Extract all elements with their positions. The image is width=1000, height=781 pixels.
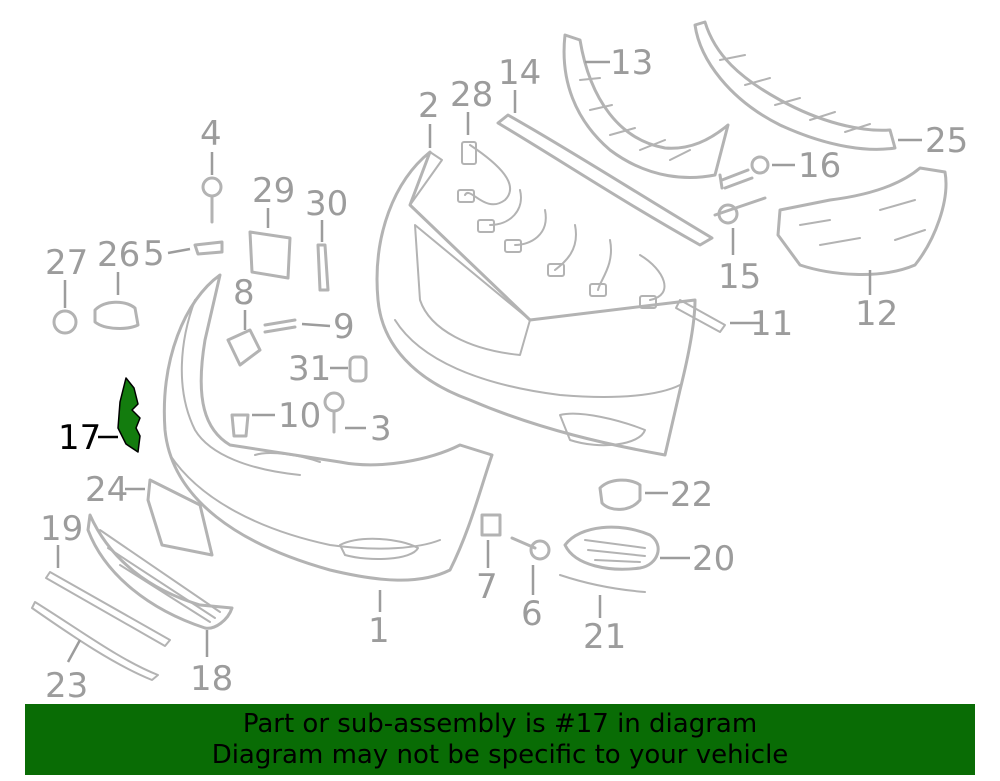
part-10-pin <box>230 413 250 438</box>
part-7-clip <box>480 513 502 537</box>
part-13-absorber <box>562 33 730 179</box>
part-20-fog-grille <box>563 525 660 571</box>
callout-12: 12 <box>855 294 898 334</box>
part-25-reinforcement <box>693 20 897 151</box>
part-27-ring <box>52 309 78 335</box>
part-16-bolt <box>718 155 770 190</box>
part-14-wiring-harness <box>457 113 714 309</box>
callout-28: 28 <box>450 75 493 115</box>
part-21-strip <box>559 574 646 593</box>
callout-7: 7 <box>476 567 498 607</box>
callout-25: 25 <box>925 121 968 161</box>
callout-30: 30 <box>305 184 348 224</box>
banner-line-1: Part or sub-assembly is #17 in diagram <box>242 708 758 739</box>
part-2-bumper-cover <box>375 150 697 457</box>
part-23-trim <box>31 601 159 681</box>
part-4-screw <box>201 176 223 224</box>
callout-23: 23 <box>45 666 88 700</box>
part-30-bracket <box>316 243 330 292</box>
callout-10: 10 <box>278 396 321 436</box>
part-18-lower-grille <box>86 513 234 630</box>
leader-9 <box>301 322 331 328</box>
callout-3: 3 <box>370 409 392 449</box>
callout-19: 19 <box>40 509 83 549</box>
callout-24: 24 <box>85 470 128 510</box>
banner-line-2: Diagram may not be specific to your vehi… <box>211 739 789 770</box>
callout-2: 2 <box>418 86 440 126</box>
callout-14: 14 <box>498 53 541 93</box>
leader-5 <box>167 247 191 255</box>
part-1-front-bumper <box>162 273 494 582</box>
part-29-module <box>248 230 292 280</box>
callout-13: 13 <box>610 43 653 83</box>
notice-banner: Part or sub-assembly is #17 in diagram D… <box>25 704 975 775</box>
callout-6: 6 <box>521 594 543 634</box>
part-5-clip <box>193 240 224 256</box>
callout-18: 18 <box>190 659 233 699</box>
callout-8: 8 <box>233 273 255 313</box>
bumper-parts-diagram: 1 2 3 4 5 6 7 8 9 10 11 12 13 14 15 16 1… <box>31 20 968 700</box>
part-24-license-bracket <box>146 478 214 557</box>
callout-1: 1 <box>368 611 390 651</box>
callout-16: 16 <box>798 146 841 186</box>
callout-27: 27 <box>45 243 88 283</box>
callout-20: 20 <box>692 539 735 579</box>
callout-22: 22 <box>670 475 713 515</box>
part-22-cover <box>598 478 642 511</box>
callout-15: 15 <box>718 257 761 297</box>
part-11-strip <box>675 299 726 333</box>
part-15-clip <box>713 196 767 225</box>
callout-17: 17 <box>58 418 101 458</box>
callout-5: 5 <box>143 234 165 274</box>
callout-4: 4 <box>200 114 222 154</box>
callout-26: 26 <box>97 235 140 275</box>
callout-31: 31 <box>288 349 331 389</box>
part-3-bolt <box>323 391 345 434</box>
callout-21: 21 <box>583 617 626 657</box>
part-9-bolt <box>263 318 297 334</box>
part-6-bolt <box>510 536 551 561</box>
part-12-bracket <box>776 166 948 276</box>
part-17-highlighted-bracket <box>117 377 141 453</box>
part-8-bracket <box>226 328 262 367</box>
callout-29: 29 <box>252 171 295 211</box>
part-26-sensor <box>93 300 140 330</box>
callout-9: 9 <box>333 307 355 347</box>
leader-23 <box>66 639 82 663</box>
callout-11: 11 <box>750 304 793 344</box>
part-31-sensor <box>348 355 368 383</box>
part-19-trim <box>45 571 171 647</box>
